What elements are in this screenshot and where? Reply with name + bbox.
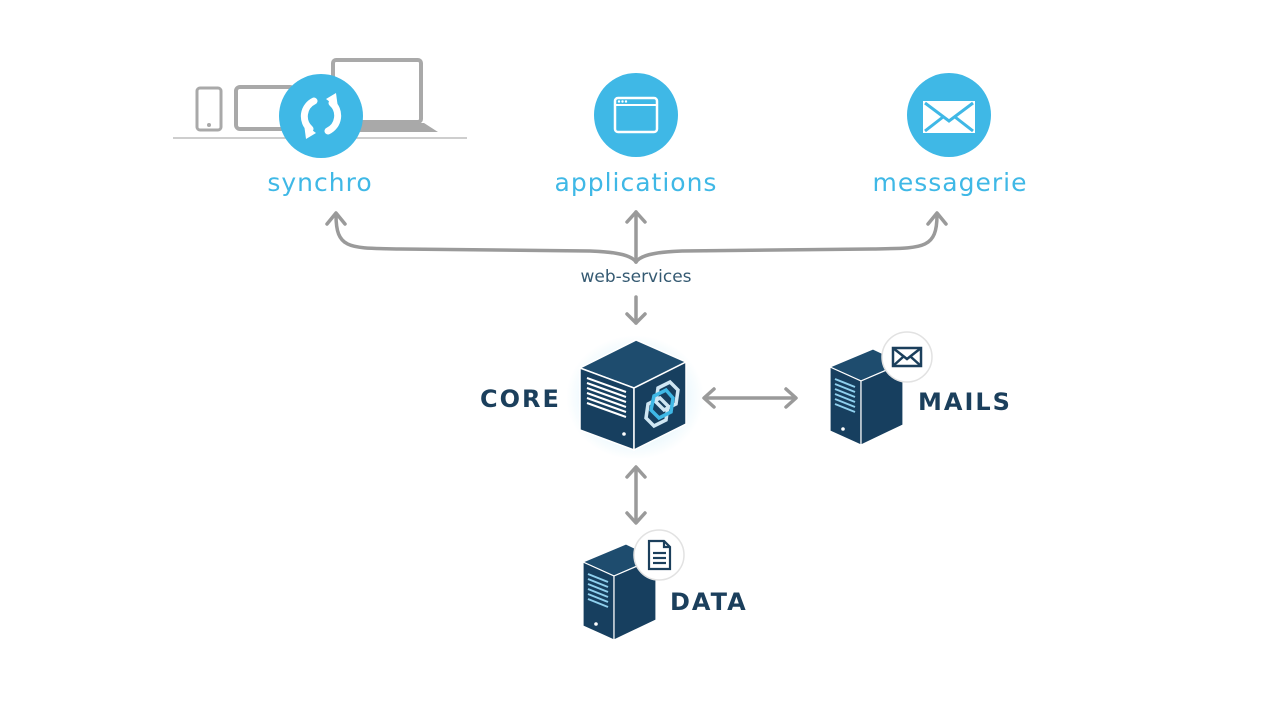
- synchro-label: synchro: [267, 168, 373, 197]
- brace-left: [334, 213, 638, 264]
- envelope-icon: [891, 346, 923, 368]
- mails-label: MAILS: [918, 388, 1012, 416]
- web-services-label: web-services: [580, 267, 692, 287]
- messagerie-label: messagerie: [872, 168, 1028, 197]
- synchro-node: [278, 73, 364, 159]
- arrowhead-synchro: [325, 211, 347, 226]
- arrowhead-core: [625, 312, 647, 325]
- messagerie-node: [906, 72, 992, 158]
- hexagon-logo-icon: [644, 379, 680, 429]
- applications-node: [593, 72, 679, 158]
- browser-window-icon: [594, 73, 678, 157]
- document-icon: [647, 539, 672, 571]
- envelope-icon: [907, 73, 991, 157]
- arrowhead-messagerie: [926, 211, 948, 226]
- arrowhead-core-up: [625, 465, 647, 479]
- arrowhead-data-down: [625, 511, 647, 525]
- mails-badge: [881, 331, 933, 383]
- phone-icon: [195, 86, 223, 132]
- core-server: [578, 339, 688, 452]
- arrowhead-applications: [625, 210, 647, 224]
- brace-right: [634, 213, 939, 264]
- arrowhead-core-side: [702, 387, 716, 409]
- data-badge: [633, 529, 685, 581]
- data-label: DATA: [670, 588, 748, 616]
- arrowhead-mails-side: [784, 387, 798, 409]
- sync-icon: [279, 74, 363, 158]
- data-server: [581, 543, 658, 641]
- applications-label: applications: [554, 168, 718, 197]
- core-label: CORE: [480, 385, 561, 413]
